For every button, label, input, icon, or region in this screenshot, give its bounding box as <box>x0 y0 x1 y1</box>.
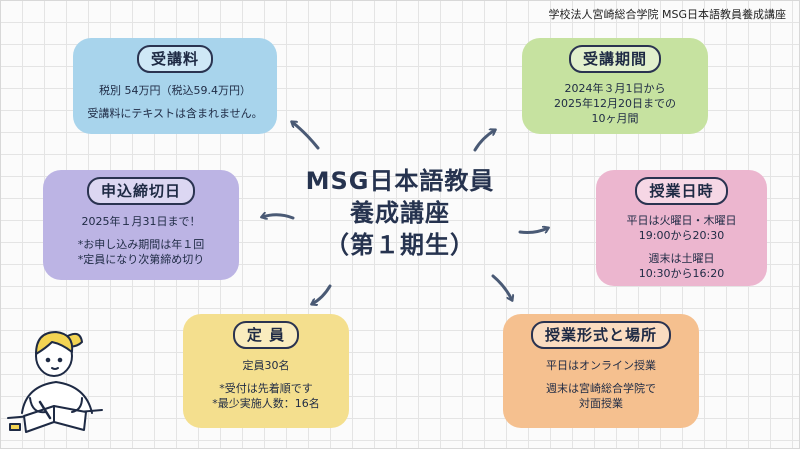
fee-line-2: 受講料にテキストは含まれません。 <box>87 107 263 120</box>
arrow-to-period <box>473 130 495 152</box>
center-title-line-2: 養成講座 <box>350 199 450 227</box>
format-line-1: 平日はオンライン授業 <box>546 359 656 372</box>
org-name: 学校法人宮崎総合学院 MSG日本語教員養成講座 <box>548 8 787 21</box>
card-deadline-title: 申込締切日 <box>86 177 195 205</box>
card-format: 授業形式と場所 平日はオンライン授業 週末は宮崎総合学院で 対面授業 <box>503 314 699 428</box>
deadline-line-3: *定員になり次第締め切り <box>77 253 205 266</box>
days-line-4: 10:30から16:20 <box>638 267 725 280</box>
card-capacity-title: 定 員 <box>232 321 300 349</box>
deadline-line-1: 2025年１月31日まで！ <box>81 215 201 228</box>
student-illustration <box>7 331 103 433</box>
card-deadline: 申込締切日 2025年１月31日まで！ *お申し込み期間は年１回 *定員になり次… <box>43 170 239 280</box>
center-title-line-3: （第１期生） <box>325 231 475 259</box>
fee-line-1: 税別 54万円（税込59.4万円） <box>99 84 251 97</box>
card-fee-title: 受講料 <box>136 45 213 73</box>
capacity-line-2: *受付は先着順です <box>219 382 313 395</box>
arrow-to-deadline <box>262 215 295 218</box>
card-capacity: 定 員 定員30名 *受付は先着順です *最少実施人数：16名 <box>183 314 349 428</box>
format-line-2: 週末は宮崎総合学院で <box>546 382 656 395</box>
period-line-2: 2025年12月20日までの <box>554 97 676 110</box>
arrow-to-capacity <box>312 284 332 304</box>
center-title: MSG日本語教員 養成講座 （第１期生） <box>300 165 500 261</box>
arrow-to-days <box>518 228 548 234</box>
arrow-to-fee <box>292 122 320 150</box>
days-line-1: 平日は火曜日・木曜日 <box>626 214 737 227</box>
card-format-title: 授業形式と場所 <box>530 321 671 349</box>
card-period: 受講期間 2024年３月1日から 2025年12月20日までの 10ヶ月間 <box>522 38 708 134</box>
deadline-line-2: *お申し込み期間は年１回 <box>77 238 205 251</box>
period-line-3: 10ヶ月間 <box>591 112 639 125</box>
card-period-title: 受講期間 <box>568 45 661 73</box>
capacity-line-1: 定員30名 <box>242 359 290 372</box>
days-line-3: 週末は土曜日 <box>648 252 715 265</box>
format-line-3: 対面授業 <box>579 397 623 410</box>
days-line-2: 19:00から20:30 <box>638 229 725 242</box>
period-line-1: 2024年３月1日から <box>564 82 666 95</box>
card-fee: 受講料 税別 54万円（税込59.4万円） 受講料にテキストは含まれません。 <box>73 38 277 134</box>
capacity-line-3: *最少実施人数：16名 <box>212 397 320 410</box>
card-days: 授業日時 平日は火曜日・木曜日 19:00から20:30 週末は土曜日 10:3… <box>596 170 767 286</box>
center-title-line-1: MSG日本語教員 <box>305 167 495 195</box>
arrow-to-format <box>491 274 512 300</box>
card-days-title: 授業日時 <box>635 177 728 205</box>
